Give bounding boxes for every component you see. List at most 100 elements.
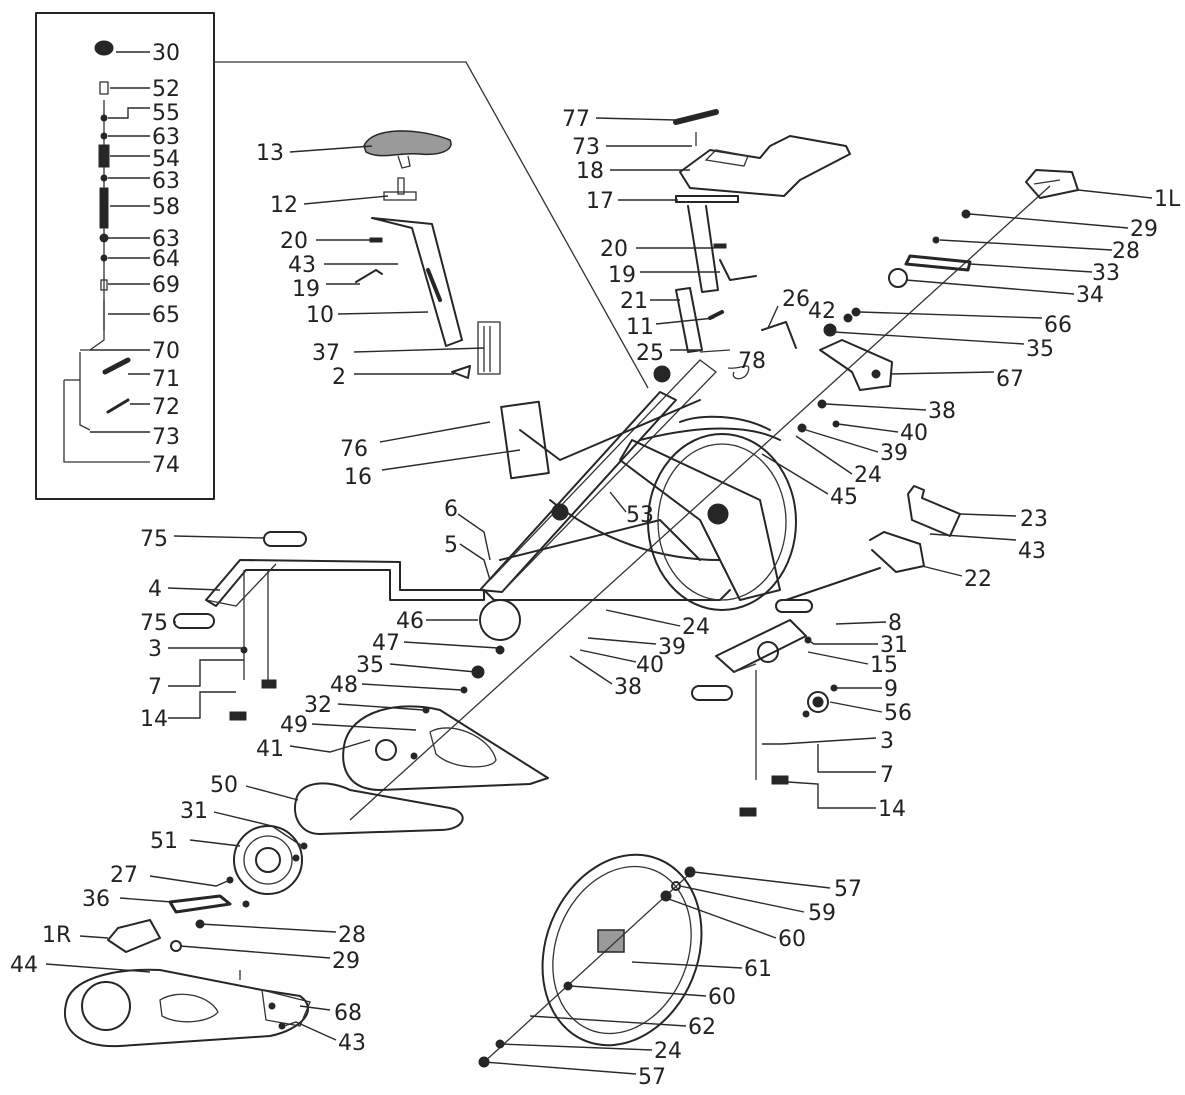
part-label-44: 44 (10, 953, 38, 978)
part-label-57: 57 (638, 1065, 666, 1090)
part-label-47: 47 (372, 631, 400, 656)
part-label-76: 76 (340, 437, 368, 462)
part-label-3: 3 (148, 637, 162, 662)
part-label-1L: 1L (1154, 187, 1181, 212)
part-label-68: 68 (334, 1001, 362, 1026)
main-frame (349, 185, 1051, 821)
part-label-1R: 1R (42, 923, 71, 948)
part-label-27: 27 (110, 863, 138, 888)
leader-lines (45, 51, 1153, 1075)
part-label-35: 35 (356, 653, 384, 678)
part-label-39: 39 (880, 441, 908, 466)
part-label-14: 14 (140, 707, 168, 732)
part-label-4: 4 (148, 577, 162, 602)
part-label-38: 38 (928, 399, 956, 424)
part-label-35: 35 (1026, 337, 1054, 362)
part-label-41: 41 (256, 737, 284, 762)
part-label-57: 57 (834, 877, 862, 902)
part-label-13: 13 (256, 141, 284, 166)
brake-parts (797, 313, 893, 433)
part-label-29: 29 (332, 949, 360, 974)
part-label-52: 52 (152, 77, 180, 102)
part-label-11: 11 (626, 315, 654, 340)
seat-assembly (355, 130, 501, 379)
part-label-77: 77 (562, 107, 590, 132)
part-label-69: 69 (152, 273, 180, 298)
part-label-71: 71 (152, 367, 180, 392)
part-label-6: 6 (444, 497, 458, 522)
part-label-65: 65 (152, 303, 180, 328)
chain-wheel (168, 825, 308, 914)
part-label-43: 43 (1018, 539, 1046, 564)
part-label-26: 26 (782, 287, 810, 312)
part-label-51: 51 (150, 829, 178, 854)
part-label-15: 15 (870, 653, 898, 678)
part-label-59: 59 (808, 901, 836, 926)
part-label-43: 43 (338, 1031, 366, 1056)
part-label-24: 24 (654, 1039, 682, 1064)
part-label-45: 45 (830, 485, 858, 510)
part-label-2: 2 (332, 365, 346, 390)
part-label-40: 40 (900, 421, 928, 446)
part-label-8: 8 (888, 611, 902, 636)
part-label-31: 31 (880, 633, 908, 658)
part-label-58: 58 (152, 195, 180, 220)
part-label-12: 12 (270, 193, 298, 218)
part-label-61: 61 (744, 957, 772, 982)
inset-connector-line (214, 61, 649, 389)
part-label-28: 28 (1112, 239, 1140, 264)
part-label-73: 73 (152, 425, 180, 450)
part-label-36: 36 (82, 887, 110, 912)
part-label-56: 56 (884, 701, 912, 726)
part-label-49: 49 (280, 713, 308, 738)
part-label-19: 19 (292, 277, 320, 302)
part-label-7: 7 (148, 675, 162, 700)
part-label-7: 7 (880, 763, 894, 788)
front-stabilizer (173, 531, 485, 721)
part-label-37: 37 (312, 341, 340, 366)
part-label-63: 63 (152, 169, 180, 194)
part-label-25: 25 (636, 341, 664, 366)
part-label-10: 10 (306, 303, 334, 328)
part-label-74: 74 (152, 453, 180, 478)
part-label-50: 50 (210, 773, 238, 798)
part-label-28: 28 (338, 923, 366, 948)
part-label-19: 19 (608, 263, 636, 288)
part-label-48: 48 (330, 673, 358, 698)
part-label-53: 53 (626, 503, 654, 528)
part-label-9: 9 (884, 677, 898, 702)
part-label-31: 31 (180, 799, 208, 824)
part-label-75: 75 (140, 611, 168, 636)
outer-chain-guard (63, 968, 311, 1048)
part-label-73: 73 (572, 135, 600, 160)
part-label-33: 33 (1092, 261, 1120, 286)
part-label-39: 39 (658, 635, 686, 660)
part-label-24: 24 (854, 463, 882, 488)
part-label-23: 23 (1020, 507, 1048, 532)
part-label-3: 3 (880, 729, 894, 754)
part-label-38: 38 (614, 675, 642, 700)
left-pedal-crank (851, 169, 1079, 317)
part-labels: 30 52 55 63 54 63 58 63 64 69 65 70 71 7… (10, 41, 1181, 1090)
part-label-40: 40 (636, 653, 664, 678)
flywheel-exploded (478, 853, 703, 1068)
part-label-75: 75 (140, 527, 168, 552)
rear-stabilizer (691, 599, 838, 817)
part-label-24: 24 (682, 615, 710, 640)
part-label-30: 30 (152, 41, 180, 66)
part-label-32: 32 (304, 693, 332, 718)
part-label-67: 67 (996, 367, 1024, 392)
part-label-43: 43 (288, 253, 316, 278)
part-label-21: 21 (620, 289, 648, 314)
part-label-16: 16 (344, 465, 372, 490)
part-label-20: 20 (600, 237, 628, 262)
part-label-70: 70 (152, 339, 180, 364)
part-label-66: 66 (1044, 313, 1072, 338)
part-label-34: 34 (1076, 283, 1104, 308)
part-label-18: 18 (576, 159, 604, 184)
part-label-42: 42 (808, 299, 836, 324)
part-label-54: 54 (152, 147, 180, 172)
part-label-63: 63 (152, 227, 180, 252)
